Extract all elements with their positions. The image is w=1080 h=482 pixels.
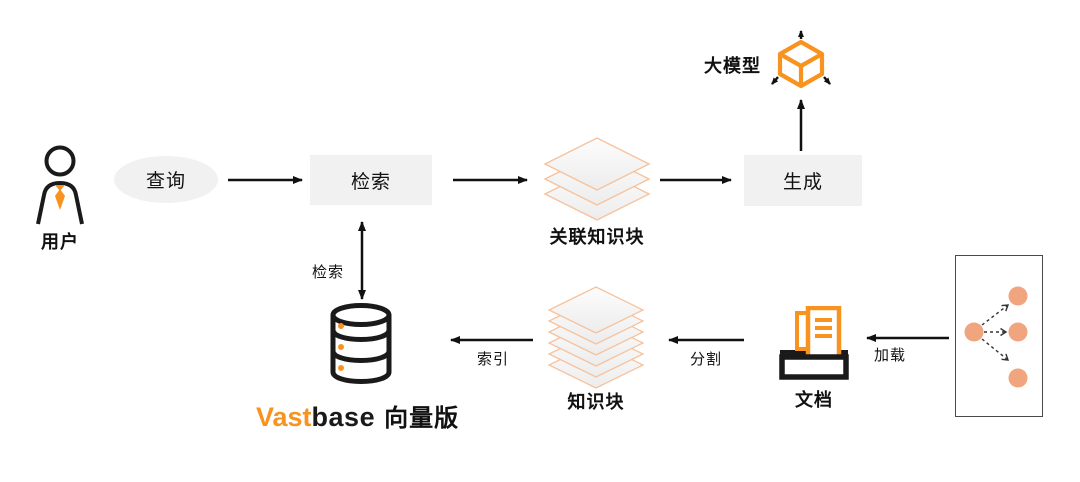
generate-node: 生成 [744,155,862,206]
related-chunks-label: 关联知识块 [549,227,645,247]
loader-node-graph-box [955,255,1043,417]
chunks-layers-icon [547,286,645,389]
related-chunks-layers-icon [543,137,651,221]
document-label: 文档 [795,390,833,410]
retrieval-node: 检索 [310,155,432,205]
retrieval-label: 检索 [350,171,391,193]
chunks-label: 知识块 [567,392,625,412]
llm-cube-icon [771,30,831,89]
generate-label: 生成 [782,172,823,193]
edge-retrieve-label: 检索 [312,264,345,281]
node-graph-icon [964,286,1028,388]
vastbase-database-icon [330,303,392,385]
vastbase-brand-base: base [311,402,376,432]
vastbase-brand: Vastbase 向量版 [256,398,459,433]
document-icon [779,306,849,380]
llm-label: 大模型 [704,56,761,76]
edge-load-label: 加载 [874,347,907,364]
query-label: 查询 [145,171,186,192]
user-label: 用户 [41,232,79,252]
vastbase-brand-vast: Vast [256,402,312,432]
edge-split-label: 分割 [690,351,723,368]
query-node: 查询 [114,156,218,203]
user-icon [36,145,84,225]
vastbase-edition-label: 向量版 [384,405,460,432]
edge-index-label: 索引 [477,351,510,368]
